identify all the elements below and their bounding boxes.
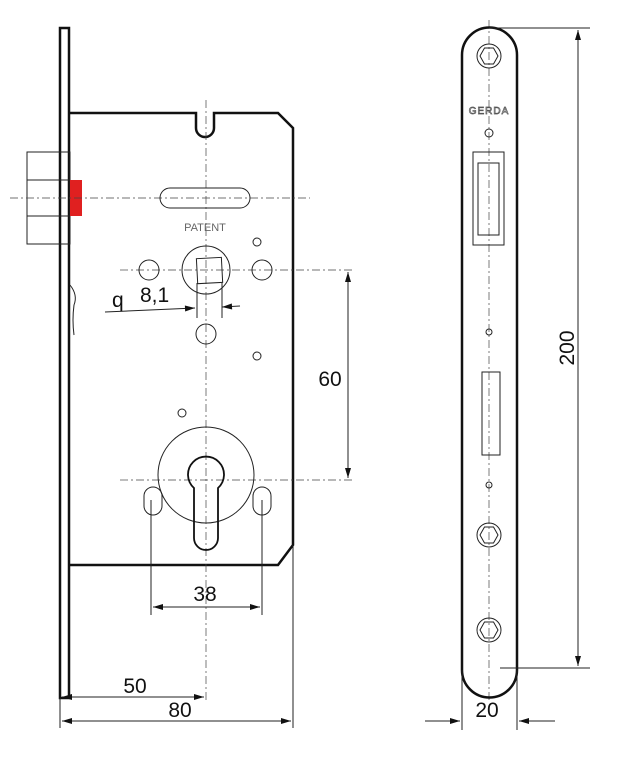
deadbolt-edge — [69, 284, 76, 336]
svg-text:8,1: 8,1 — [140, 284, 169, 307]
dim-20: 20 — [425, 670, 555, 730]
slot — [159, 187, 251, 209]
svg-text:20: 20 — [475, 699, 498, 722]
lock-body — [70, 111, 295, 567]
svg-text:q: q — [112, 289, 124, 312]
svg-text:80: 80 — [168, 699, 191, 722]
cylinder-cutout — [157, 426, 255, 551]
dim-50: 50 — [59, 675, 204, 728]
svg-text:38: 38 — [193, 583, 216, 606]
dim-80: 80 — [62, 545, 294, 728]
patent-stamp: PATENT — [184, 222, 226, 234]
dim-200: 200 — [489, 27, 590, 669]
dim-60: 60 — [318, 272, 351, 478]
svg-text:60: 60 — [318, 368, 341, 391]
svg-text:50: 50 — [123, 675, 146, 698]
screw-holes — [138, 237, 273, 516]
spindle-hub — [181, 245, 231, 295]
faceplate-side — [58, 26, 71, 700]
faceplate-front: GERDA — [460, 26, 519, 699]
dim-38: 38 — [150, 500, 263, 615]
brand-logo: GERDA — [469, 106, 510, 117]
svg-text:200: 200 — [556, 330, 579, 365]
centerlines — [10, 20, 490, 700]
dim-spindle: q 8,1 — [104, 283, 241, 318]
